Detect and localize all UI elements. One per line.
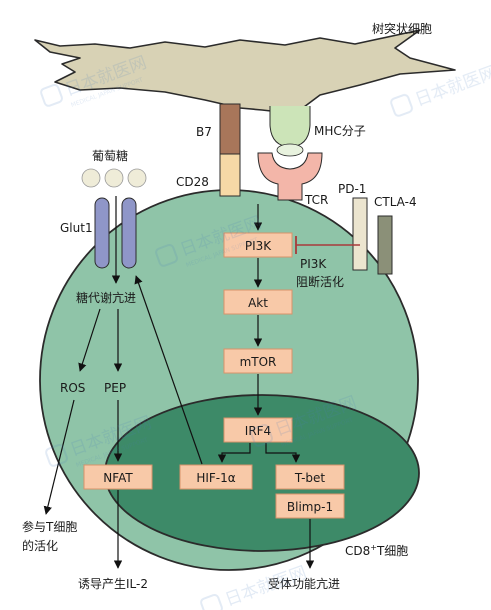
blimp1-box-label: Blimp-1 (287, 500, 333, 514)
tcell-activation-label-line2: 的活化 (22, 538, 58, 553)
pd1-receptor (352, 197, 368, 271)
pd1-label: PD-1 (338, 182, 366, 196)
tbet-box-label: T-bet (294, 471, 326, 485)
irf4-to-tbet-arrow (265, 443, 301, 463)
irf4-box-label: IRF4 (245, 424, 271, 438)
tcr-label: TCR (304, 193, 328, 207)
cd28-receptor (219, 153, 241, 197)
hif1a-box-label: HIF-1α (196, 471, 235, 485)
glucose-molecule (127, 168, 147, 188)
b7-label: B7 (196, 125, 212, 139)
pi3k-box (223, 232, 293, 258)
irf4-to-hif1a-arrow (217, 443, 251, 463)
tcr-receptor (257, 152, 323, 201)
hif1a-to-glut1-arrow (134, 275, 203, 465)
tbet-box (275, 464, 345, 490)
glycolysis-label: 糖代谢亢进 (76, 290, 136, 305)
nfat-box (83, 464, 153, 490)
mtor-box-label: mTOR (240, 355, 277, 369)
cd28-label: CD28 (176, 175, 209, 189)
dendritic-cell-shape (34, 29, 456, 113)
glucose-molecule (104, 168, 124, 188)
il2-label: 诱导产生IL-2 (78, 577, 148, 591)
mtor-box (223, 348, 293, 374)
pi3k-box-label: PI3K (245, 239, 272, 253)
glucose-label: 葡萄糖 (92, 148, 128, 163)
akt-box (223, 289, 293, 315)
ctla4-receptor (377, 215, 393, 275)
dendritic-cell-label: 树突状细胞 (372, 21, 432, 36)
blimp1-box (275, 493, 345, 519)
akt-box-label: Akt (248, 296, 268, 310)
glut1-transporter-right (121, 197, 137, 269)
ros-to-tcell-activation-arrow (43, 399, 75, 515)
mhc-label: MHC分子 (314, 124, 366, 138)
hif1a-box (179, 464, 253, 490)
glut1-label: Glut1 (60, 221, 93, 235)
ctla4-label: CTLA-4 (374, 195, 417, 209)
antigen-peptide (276, 143, 304, 157)
cd8-tcell-label: CD8+T细胞 (345, 543, 408, 558)
glut1-transporter-left (94, 197, 110, 269)
nfat-box-label: NFAT (103, 471, 133, 485)
irf4-box (223, 417, 293, 443)
glucose-molecule (81, 168, 101, 188)
pi3k-inhibit-label-line2: 阻断活化 (296, 274, 344, 289)
tcell-activation-label-line1: 参与T细胞 (22, 519, 77, 534)
effector-label: 受体功能亢进 (268, 576, 340, 591)
pep-label: PEP (104, 381, 126, 395)
mhc-molecule (269, 106, 311, 148)
glycolysis-to-ros-arrow (78, 308, 101, 372)
b7-receptor (219, 103, 241, 155)
ros-label: ROS (60, 381, 85, 395)
pi3k-inhibit-label-line1: PI3K (300, 257, 327, 271)
